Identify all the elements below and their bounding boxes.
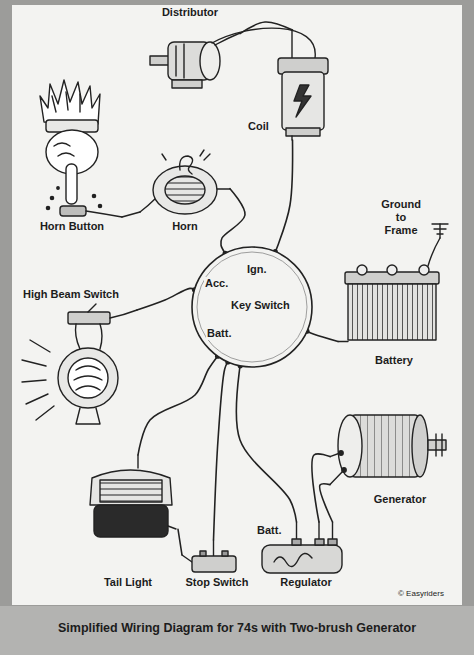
part-name: Stop Switch (185, 576, 250, 589)
part-name: Coil (247, 120, 270, 133)
component-label: Tail Light (78, 455, 178, 590)
poster-title: Simplified Wiring Diagram for 74s with T… (0, 620, 474, 636)
horn-button-drawing (40, 80, 122, 217)
headlight-drawing (22, 304, 137, 424)
part-name: Ign. (246, 263, 268, 276)
part-name: Batt. (256, 524, 282, 537)
part-name: Horn (171, 220, 199, 233)
part-name: Tail Light (103, 576, 153, 589)
part-name: Acc. (204, 277, 229, 290)
wire (240, 22, 293, 34)
part-name: Key Switch (230, 299, 291, 312)
component-label: Acc. Ign. Key SwitchBatt. (190, 245, 314, 369)
copyright-note: © Easyriders (398, 589, 444, 599)
wire (221, 189, 245, 254)
part-name: Battery (374, 354, 414, 367)
horn-drawing (140, 150, 230, 214)
component-label: Generator (330, 395, 455, 507)
wire (236, 366, 296, 522)
ground-note: Ground to Frame (380, 198, 422, 237)
wire (214, 362, 228, 540)
wire (138, 356, 218, 455)
component-label: Horn (140, 150, 230, 236)
part-name: Generator (373, 493, 428, 506)
component-label: Horn Button (22, 78, 122, 236)
component-label: Distributor (140, 6, 240, 98)
wire (307, 331, 338, 341)
component-label: Battery (338, 262, 450, 368)
component-label: Coil (245, 30, 340, 140)
wire (122, 212, 140, 217)
battery-drawing (338, 224, 448, 342)
generator-drawing (330, 415, 446, 485)
poster-card (12, 5, 462, 605)
wire (137, 288, 195, 310)
part-name: Batt. (206, 327, 232, 340)
component-label: High Beam Switch (22, 288, 137, 328)
wire (275, 140, 292, 252)
part-name: Horn Button (39, 220, 105, 233)
tail-light-drawing (90, 455, 176, 537)
wire (178, 529, 182, 555)
component-label: Batt. Regulator (256, 522, 346, 590)
stop-switch-drawing (182, 540, 236, 572)
wire (320, 484, 333, 522)
title-band (0, 606, 474, 655)
component-label: Stop Switch (182, 540, 252, 590)
part-name: Regulator (279, 576, 332, 589)
part-name: High Beam Switch (22, 288, 120, 301)
coil-drawing (278, 30, 328, 140)
part-name: Distributor (161, 6, 219, 19)
